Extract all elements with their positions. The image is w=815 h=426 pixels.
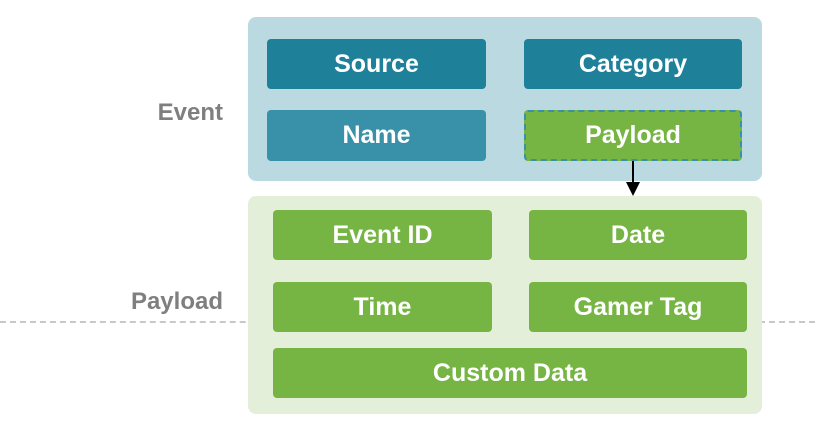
event-section-label: Event <box>157 99 223 126</box>
date-field: Date <box>529 210 747 260</box>
event-id-field: Event ID <box>273 210 492 260</box>
time-field: Time <box>273 282 492 332</box>
payload-reference-field: Payload <box>524 110 742 161</box>
gamer-tag-field: Gamer Tag <box>529 282 747 332</box>
payload-section-label: Payload <box>130 288 223 315</box>
source-field: Source <box>267 39 486 89</box>
custom-data-field: Custom Data <box>273 348 747 398</box>
name-field: Name <box>267 110 486 161</box>
payload-arrow-head <box>626 182 640 196</box>
category-field: Category <box>524 39 742 89</box>
payload-arrow-line <box>632 161 634 183</box>
